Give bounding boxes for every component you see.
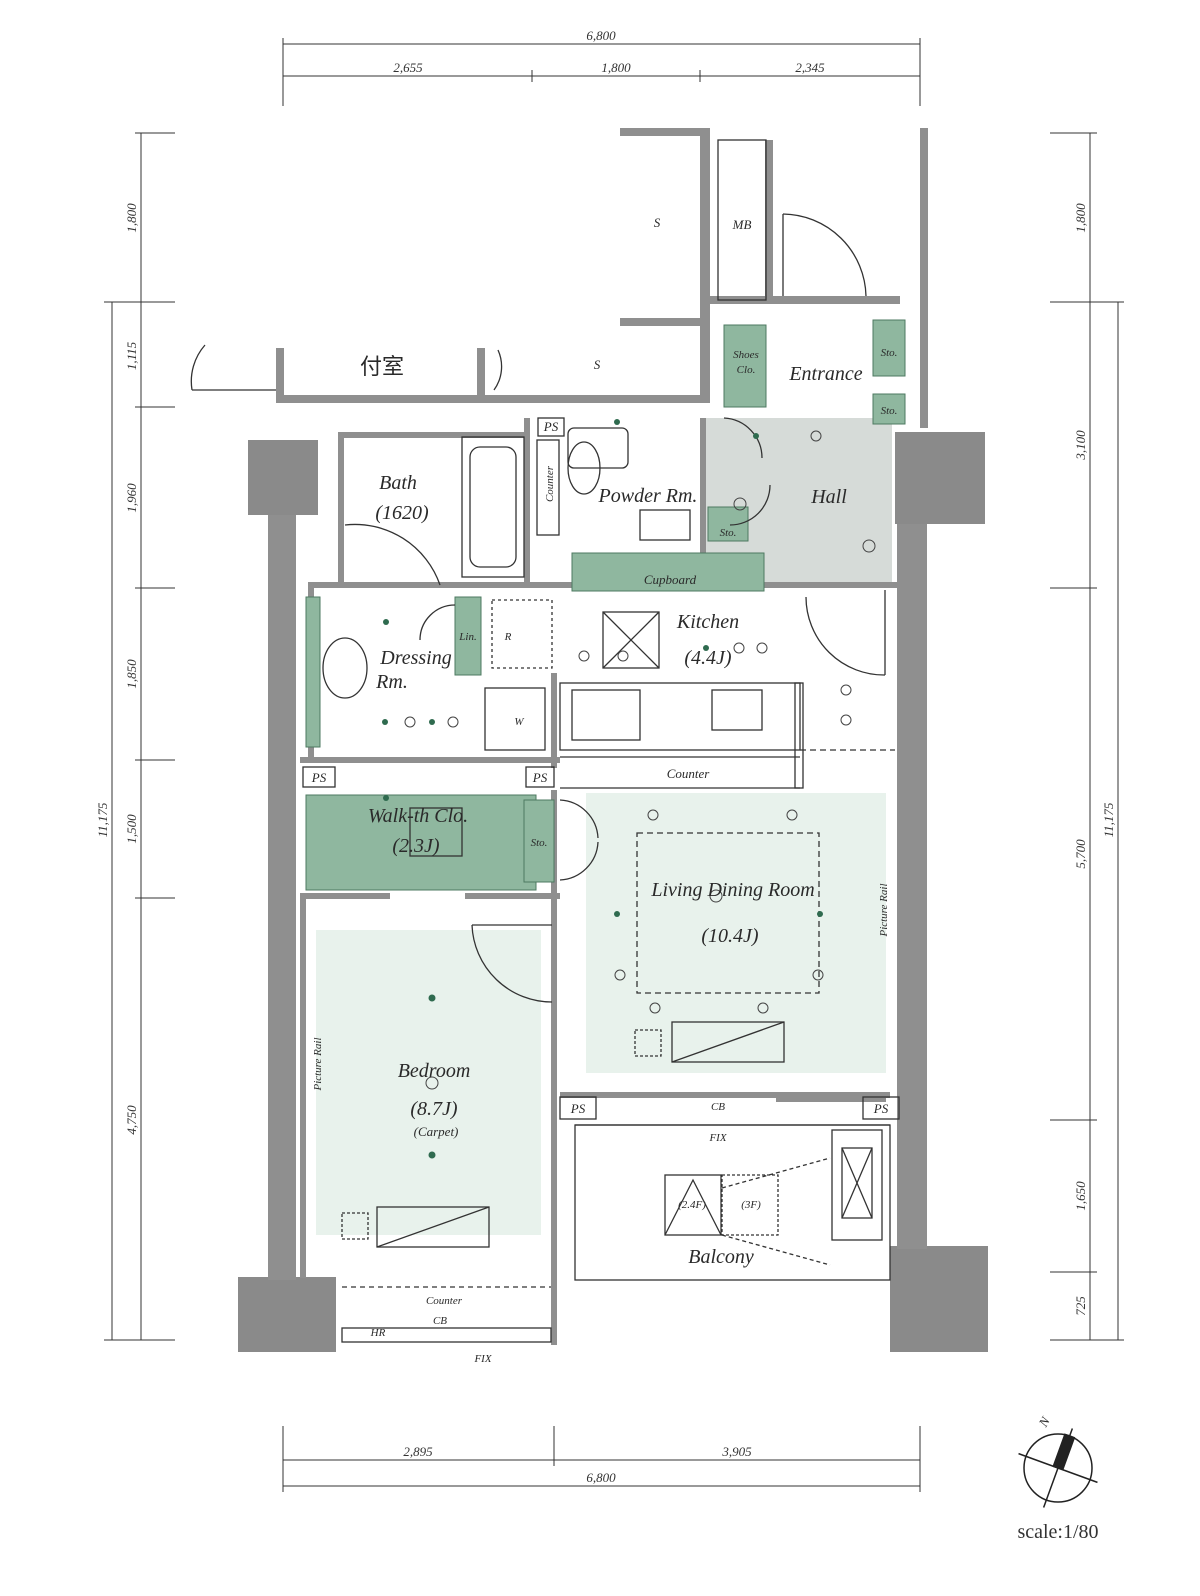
kitchen-label: Kitchen [676,611,739,633]
fixed-window-label: FIX [708,1132,727,1144]
bedroom-size-label: (8.7J) [410,1098,458,1120]
north-label: N [1035,1413,1053,1430]
compass-icon [1023,1433,1093,1503]
pipe-shaft-label: PS [311,770,327,785]
bottom-total-dimension: 6,800 [586,1470,616,1485]
top-segment-dimension: 1,800 [601,60,631,75]
top-total-dimension: 6,800 [586,28,616,43]
fixed-window-label: FIX [473,1353,492,1365]
pipe-shaft-label: PS [570,1101,586,1116]
storage-fixtures [305,319,906,891]
storage-label: S [654,215,661,230]
storage-label: Sto. [881,347,898,359]
left-upper-dimension: 1,800 [124,203,139,233]
counter-label: Counter [426,1295,463,1307]
fridge-label: R [504,631,512,643]
left-segment-dimension: 1,850 [124,659,139,689]
linen-closet [454,596,482,676]
balcony-label: Balcony [688,1246,754,1268]
picture-rail-label: Picture Rail [312,1037,324,1091]
dressing-room-label: Dressing [379,647,451,669]
storage-unit [872,393,906,425]
outdoor-unit-label: (3F) [741,1199,761,1211]
kitchen-size-label: (4.4J) [684,647,732,669]
storage-label: Sto. [531,837,548,849]
top-segment-dimension: 2,655 [393,60,423,75]
bottom-segment-dimension: 3,905 [721,1444,752,1459]
left-segment-dimension: 1,500 [124,814,139,844]
linen-label: Lin. [458,631,476,643]
left-total-dimension: 11,175 [95,802,110,837]
cupboard-label: Cupboard [644,572,697,587]
living-floor [586,793,886,1073]
walk-through-closet [305,794,537,891]
fixtures [190,139,900,1343]
walk-through-closet-size: (2.3J) [392,835,440,857]
walls [268,128,928,1345]
cable-box-label: CB [711,1101,725,1113]
annex-label: 付室 [360,355,404,380]
pipe-shaft-label: PS [532,770,548,785]
right-segment-dimension: 5,700 [1073,839,1088,869]
right-segment-dimension: 3,100 [1073,430,1088,461]
right-total-dimension: 11,175 [1101,802,1116,837]
cupboard [571,552,765,592]
living-dining-room-label: Living Dining Room [650,879,814,901]
hall-label: Hall [810,486,847,508]
bath-label: Bath [379,472,417,494]
handrail-label: HR [370,1327,386,1339]
left-segment-dimension: 4,750 [124,1105,139,1135]
shoes-closet-label: Clo. [737,364,756,376]
dimension-labels: 6,800 2,655 1,800 2,345 2,895 3,905 6,80… [95,28,1116,1485]
storage-unit [872,319,906,377]
cable-box-label: CB [433,1315,447,1327]
entrance-label: Entrance [788,363,862,385]
living-storage [523,799,555,883]
bottom-segment-dimension: 2,895 [403,1444,433,1459]
storage-label: Sto. [881,405,898,417]
left-segment-dimension: 1,960 [124,483,139,513]
floor-areas [316,418,892,1235]
shoes-closet-label: Shoes [733,349,759,361]
room-labels: 付室 S S MB Shoes Clo. Entrance Sto. Sto. … [311,215,898,1365]
left-segment-dimension: 1,115 [124,341,139,370]
top-segment-dimension: 2,345 [795,60,825,75]
walk-through-closet-label: Walk-th Clo. [368,805,468,827]
bedroom-floor [316,930,541,1235]
outdoor-unit-label: (2.4F) [678,1199,706,1211]
meter-box-label: MB [732,217,752,232]
picture-rail-label: Picture Rail [878,883,890,937]
pipe-shaft-label: PS [543,419,559,434]
bedroom-floor-label: (Carpet) [414,1124,459,1139]
dressing-shelf [305,596,321,748]
scale-label: scale:1/80 [1017,1521,1098,1543]
bath-size-label: (1620) [375,502,429,524]
pipe-shaft-label: PS [873,1101,889,1116]
living-dining-room-size: (10.4J) [701,925,759,947]
storage-label: Sto. [720,527,737,539]
dimension-lines [104,38,1124,1492]
dressing-room-label: Rm. [375,671,408,693]
compass: N [1018,1413,1098,1508]
right-upper-dimension: 1,800 [1073,203,1088,233]
washer-label: W [514,716,524,728]
counter-label: Counter [667,766,711,781]
pillars [238,432,988,1352]
storage-label: S [594,357,601,372]
right-segment-dimension: 1,650 [1073,1181,1088,1211]
right-segment-dimension: 725 [1073,1296,1088,1316]
counter-label: Counter [544,465,556,502]
bedroom-label: Bedroom [398,1060,471,1082]
shoes-closet [723,324,767,408]
powder-room-label: Powder Rm. [598,485,698,507]
fixture-symbols [382,419,876,1159]
